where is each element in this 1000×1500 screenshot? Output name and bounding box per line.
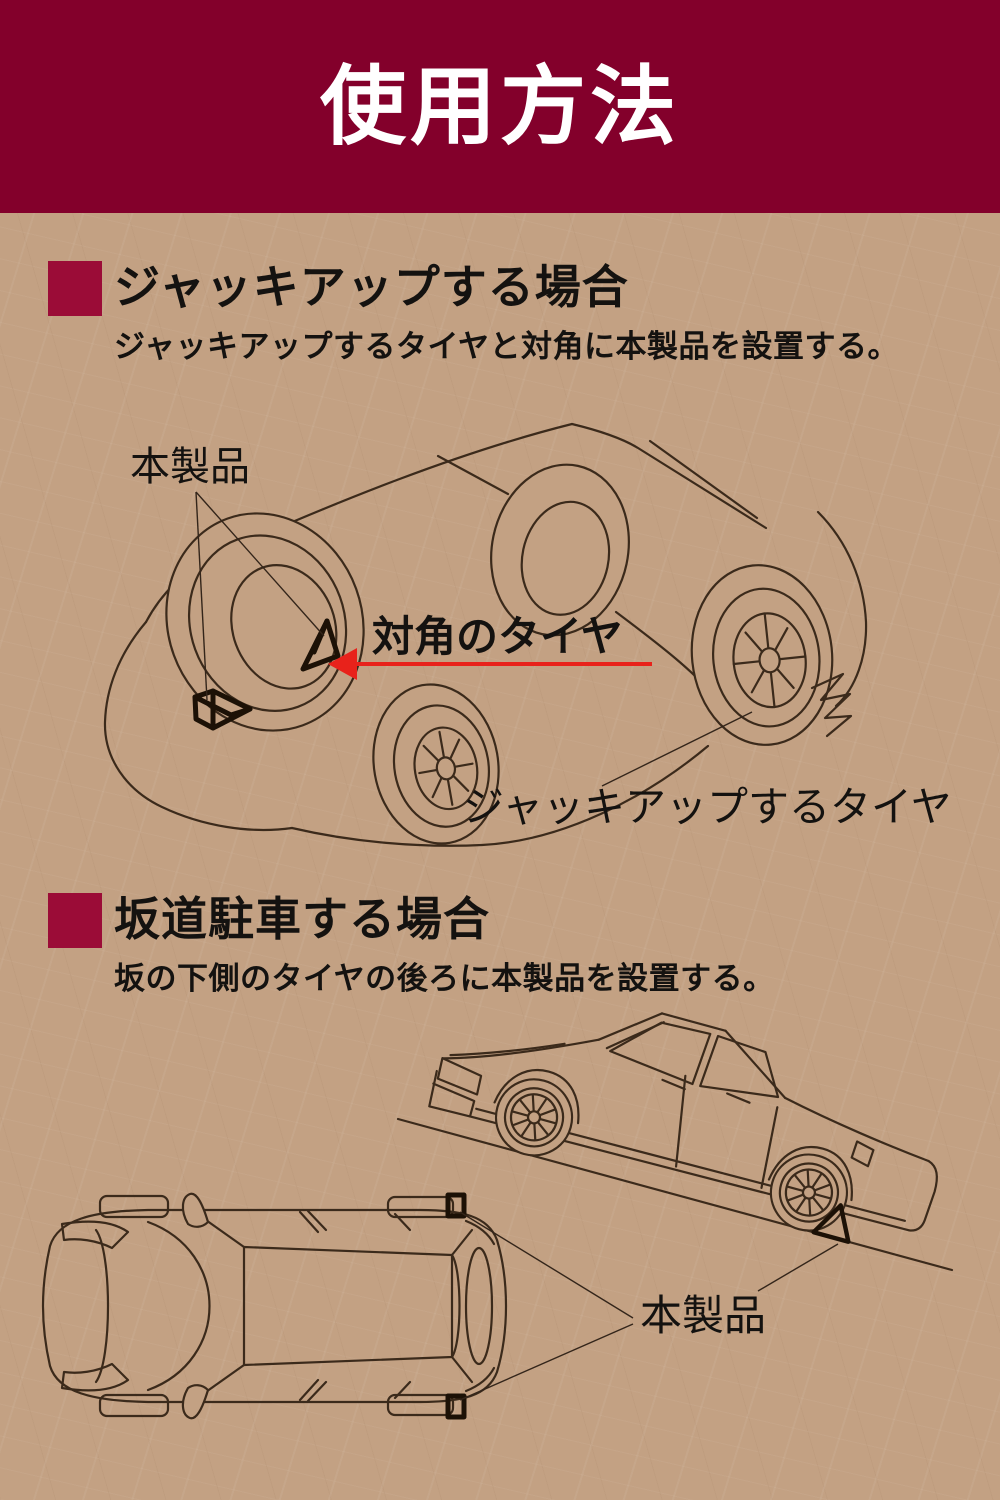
diagonal-tire-label: 対角のタイヤ [372, 613, 623, 660]
section1-description: ジャッキアップするタイヤと対角に本製品を設置する。 [114, 329, 900, 364]
product-label-2: 本製品 [640, 1292, 767, 1339]
side-rear-wheel [769, 1153, 849, 1232]
side-mirror-icon [181, 1192, 210, 1228]
front-right-tire [490, 463, 630, 637]
section1-square-bullet-icon [48, 261, 102, 316]
header-banner: 使用方法 [0, 0, 1000, 213]
front-left-tire [165, 512, 365, 732]
leader-line-bottom-chock [459, 1323, 634, 1401]
rear-right-tire-flat [690, 564, 834, 746]
leader-line-jackup [601, 711, 753, 787]
leader-line-top-chock [459, 1211, 634, 1319]
wheel-chock-behind [300, 618, 341, 672]
top-view-chock-upper [445, 1192, 467, 1219]
page-title: 使用方法 [320, 58, 680, 155]
top-view-chock-lower [445, 1393, 467, 1420]
rear-left-tire [372, 683, 500, 845]
section2-square-bullet-icon [48, 893, 102, 948]
car-top-view-drawing [41, 1192, 634, 1420]
jack-up-tire-label: ジャッキアップするタイヤ [463, 784, 952, 830]
side-front-wheel [494, 1078, 574, 1157]
leader-line-slope-chock [757, 1243, 839, 1292]
slope-scene [396, 1012, 954, 1292]
slope-wheel-chock [811, 1203, 851, 1244]
flat-tire-jag-mark [810, 672, 853, 738]
side-mirror-icon [181, 1384, 210, 1420]
section2-heading: 坂道駐車する場合 [114, 893, 490, 945]
car-isometric-drawing [103, 422, 868, 847]
red-arrow [328, 648, 652, 680]
section1-heading: ジャッキアップする場合 [114, 261, 629, 313]
product-label-1: 本製品 [130, 445, 250, 489]
leader-line-product-1a [195, 491, 208, 701]
car-side-drawing [428, 1012, 938, 1244]
section2-description: 坂の下側のタイヤの後ろに本製品を設置する。 [114, 961, 775, 996]
leader-line-product-1b [195, 491, 325, 637]
slope-line [396, 1117, 954, 1272]
